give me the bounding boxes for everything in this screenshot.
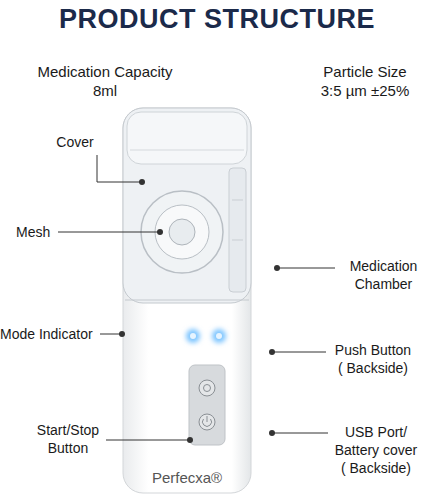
- part-label: Mesh: [16, 223, 66, 241]
- indicator-glow: [212, 329, 226, 343]
- part-label: USB Port/ Battery cover ( Backside): [332, 423, 420, 478]
- mode-icon: [204, 385, 211, 392]
- button-panel: [189, 365, 225, 445]
- leader-dot: [157, 229, 163, 235]
- device-body: [123, 108, 251, 493]
- spec-label: Medication Capacity: [20, 62, 190, 82]
- body-seam: [125, 300, 249, 301]
- leader-dot: [269, 430, 275, 436]
- leader-line: [277, 268, 335, 269]
- power-button: [199, 414, 215, 430]
- spec-label: Particle Size: [300, 62, 430, 82]
- part-label: Medication Chamber: [336, 257, 431, 293]
- leader-dot: [269, 349, 275, 355]
- part-label: Cover: [45, 133, 105, 151]
- leader-line: [272, 433, 328, 434]
- leader-line: [97, 155, 142, 182]
- brand-logo: Perfecxa®: [137, 468, 237, 488]
- indicator-light: [190, 333, 196, 339]
- power-icon: [207, 416, 208, 422]
- medication-chamber-part: [229, 168, 246, 292]
- chamber-housing: [123, 108, 251, 303]
- cover-part: [127, 112, 247, 164]
- leader-dot: [187, 437, 193, 443]
- mesh-ring: [155, 205, 209, 259]
- mesh-center: [169, 219, 195, 245]
- part-label: Push Button ( Backside): [332, 341, 414, 377]
- indicator-light: [216, 333, 222, 339]
- part-label: Start/Stop Button: [28, 421, 108, 457]
- spec-value: 8ml: [20, 81, 190, 101]
- leader-line: [106, 440, 190, 441]
- leader-dot: [139, 179, 145, 185]
- part-label: Mode Indicator: [0, 325, 115, 343]
- indicator-glow: [186, 329, 200, 343]
- chamber-mark: [232, 200, 243, 201]
- leader-dot: [274, 265, 280, 271]
- cover-edge: [130, 150, 244, 151]
- mode-button: [199, 380, 215, 396]
- leader-dot: [119, 331, 125, 337]
- leader-line: [58, 232, 160, 233]
- leader-line: [272, 352, 326, 353]
- leader-line: [100, 334, 122, 335]
- page-title: PRODUCT STRUCTURE: [0, 4, 434, 35]
- spec-value: 3:5 µm ±25%: [300, 81, 430, 101]
- chamber-mark: [232, 240, 243, 241]
